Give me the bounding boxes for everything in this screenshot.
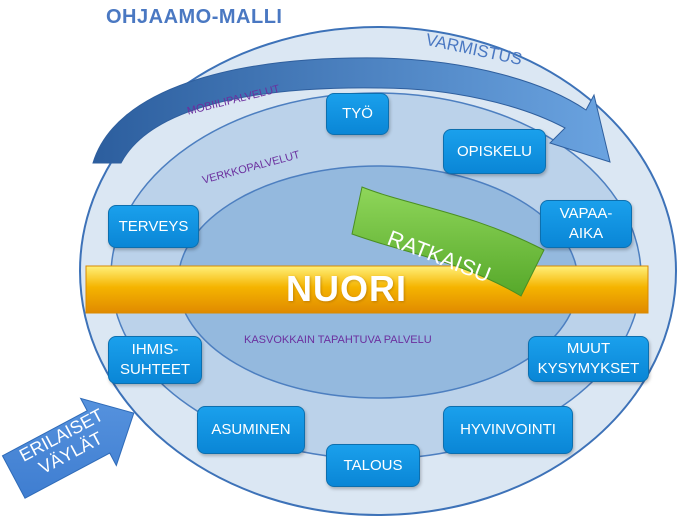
topic-tyo-label: TYÖ [342, 105, 373, 122]
topic-asuminen: ASUMINEN [197, 406, 305, 454]
inner-ring-label: KASVOKKAIN TAPAHTUVA PALVELU [244, 334, 432, 346]
topic-muut-kysymykset-label: MUUT KYSYMYKSET [537, 340, 640, 377]
page-title: OHJAAMO-MALLI [106, 6, 283, 28]
varmistus-arrow [92, 57, 611, 164]
topic-muut-kysymykset: MUUT KYSYMYKSET [528, 336, 649, 382]
topic-ihmissuhteet-label: IHMIS- SUHTEET [119, 341, 190, 378]
topic-opiskelu-label: OPISKELU [456, 142, 533, 160]
topic-opiskelu: OPISKELU [443, 129, 546, 174]
topic-talous: TALOUS [326, 444, 420, 487]
ratkaisu-banner [351, 186, 545, 297]
erilaiset-vaylat-arrow [1, 397, 135, 499]
topic-talous-label: TALOUS [343, 456, 403, 474]
center-label: NUORI [286, 268, 407, 309]
topic-hyvinvointi-label: HYVINVOINTI [460, 421, 556, 438]
topic-ihmissuhteet: IHMIS- SUHTEET [108, 336, 202, 384]
topic-vapaa-aika-label: VAPAA- AIKA [559, 205, 613, 242]
topic-terveys-label: TERVEYS [118, 217, 189, 235]
topic-terveys: TERVEYS [108, 205, 199, 248]
nuori-bar [85, 265, 649, 314]
topic-hyvinvointi: HYVINVOINTI [443, 406, 573, 454]
topic-vapaa-aika: VAPAA- AIKA [540, 200, 632, 248]
topic-asuminen-label: ASUMINEN [211, 421, 291, 438]
topic-tyo: TYÖ [326, 93, 389, 135]
